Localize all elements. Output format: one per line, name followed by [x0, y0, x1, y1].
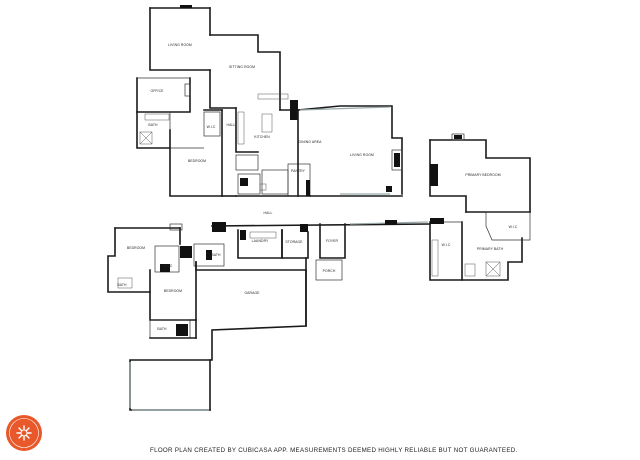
label-porch: PORCH — [323, 269, 336, 273]
label-bath-west: BATH — [148, 123, 158, 127]
label-bedroom-west: BEDROOM — [188, 159, 206, 163]
label-bath-sw2: BATH — [211, 253, 221, 257]
central-walls — [211, 218, 444, 281]
room-labels: LIVING ROOM OFFICE SITTING ROOM BATH W.I… — [117, 43, 517, 331]
label-bedroom-sw1: BEDROOM — [127, 246, 145, 250]
label-primary-bath: PRIMARY BATH — [477, 247, 504, 251]
label-bedroom-sw2: BEDROOM — [164, 289, 182, 293]
garage-walls — [129, 257, 307, 411]
label-hall-north: HALL — [227, 123, 236, 127]
label-storage: STORAGE — [285, 240, 303, 244]
label-dining-area: DINING AREA — [299, 140, 323, 144]
label-wic-sw: W.I.C — [164, 264, 173, 268]
label-hall-center: HALL — [264, 211, 273, 215]
label-bath-sw3: BATH — [157, 327, 167, 331]
west-wing-walls — [136, 5, 281, 197]
label-garage: GARAGE — [244, 291, 260, 295]
living-dining-walls — [297, 105, 403, 197]
label-sitting-room: SITTING ROOM — [229, 65, 255, 69]
orange-circular-logo-icon — [6, 415, 42, 451]
label-office: OFFICE — [150, 89, 164, 93]
label-bath-sw1: BATH — [117, 283, 127, 287]
disclaimer-footer: FLOOR PLAN CREATED BY CUBICASA APP. MEAS… — [150, 447, 518, 454]
label-pantry: PANTRY — [291, 169, 306, 173]
label-living-room-nw: LIVING ROOM — [168, 43, 192, 47]
label-primary-bedroom: PRIMARY BEDROOM — [465, 173, 500, 177]
kitchen-walls — [221, 93, 311, 197]
label-kitchen: KITCHEN — [254, 135, 270, 139]
label-wic-east: W.I.C — [442, 243, 451, 247]
label-foyer: FOYER — [326, 239, 339, 243]
sw-bedroom-walls — [107, 223, 225, 339]
label-laundry: LAUNDRY — [252, 239, 269, 243]
primary-suite-walls — [429, 133, 531, 281]
label-living-room-main: LIVING ROOM — [350, 153, 374, 157]
label-wic-primary: W.I.C — [509, 225, 518, 229]
label-wic-west: W.I.C — [207, 125, 216, 129]
